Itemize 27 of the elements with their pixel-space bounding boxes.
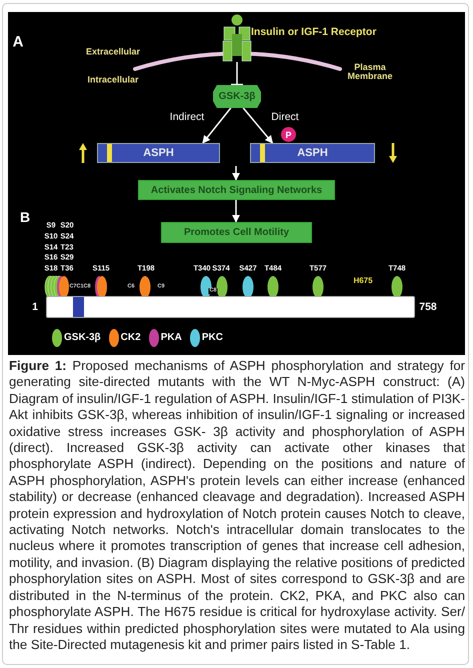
region-label: Intracellular xyxy=(87,76,139,84)
legend-label: PKC xyxy=(202,332,223,343)
arrow xyxy=(202,108,232,144)
process-box: GSK-3β xyxy=(213,85,261,108)
region-label: Extracellular xyxy=(86,48,140,56)
protein-box: ASPH xyxy=(97,143,220,163)
protein-bar xyxy=(46,296,415,318)
receptor-label: Insulin or IGF-1 Receptor xyxy=(251,26,376,38)
process-box: Promotes Cell Motility xyxy=(161,222,312,243)
residue-number: 758 xyxy=(419,302,437,312)
legend-label: PKA xyxy=(160,332,182,343)
edge-label: Direct xyxy=(270,112,300,122)
arrow xyxy=(242,108,274,144)
edge-label: Indirect xyxy=(168,112,206,122)
residue-label: H675 xyxy=(353,277,373,285)
figure-caption: Figure 1: Proposed mechanisms of ASPH phosphorylation and strategy for generating site-directed mutants with the WT N-Myc-ASPH construct: (A) Diagram of insulin/IGF-1 regulation of ASPH. Insulin/IGF-1 stimulation of PI3K-Akt inhibits GSK-3β, whereas inhibition of insulin/IGF-1 signaling or increased oxidative stress increases GSK- 3β activity and phosphorylation of ASPH (direct). Increased GSK-3β activity can activate other kinases that phosphorylate ASPH (indirect). Depending on the positions and nature of ASPH phosphorylation, ASPH's protein levels can either increase (enhanced stability) or decrease (enhanced cleavage and degradation). Increased ASPH protein expression and hydroxylation of Notch protein causes Notch to cleave, activating Notch networks. Notch's intracellular domain translocates to the nucleus where it promotes transcription of genes that increase cell adhesion, motility, and invasion. (B) Diagram displaying the relative positions of predicted phosphorylation sites on ASPH. Most of sites correspond to GSK-3β and are distributed in the N-terminus of the protein. CK2, PKA, and PKC also can phosphorylate ASPH. The H675 residue is critical for hydroxylase activity. Ser/ Thr residues within predicted phosphorylation sites were mutated to Ala using the Site-Directed mutagenesis kit and primer pairs listed in S-Table 1. xyxy=(9,358,465,654)
arrow xyxy=(232,200,240,223)
inhibition-line xyxy=(230,62,244,86)
arrow xyxy=(232,166,240,181)
protein-box: ASPH xyxy=(250,143,375,163)
residue-number: 1 xyxy=(32,302,38,312)
legend-label: CK2 xyxy=(120,332,141,343)
panel-letter: A xyxy=(12,34,24,50)
process-box: Activates Notch Signaling Networks xyxy=(138,180,335,200)
legend-label: GSK-3β xyxy=(64,332,101,343)
panel-letter: B xyxy=(20,210,30,224)
region-label: Plasma Membrane xyxy=(346,63,394,81)
